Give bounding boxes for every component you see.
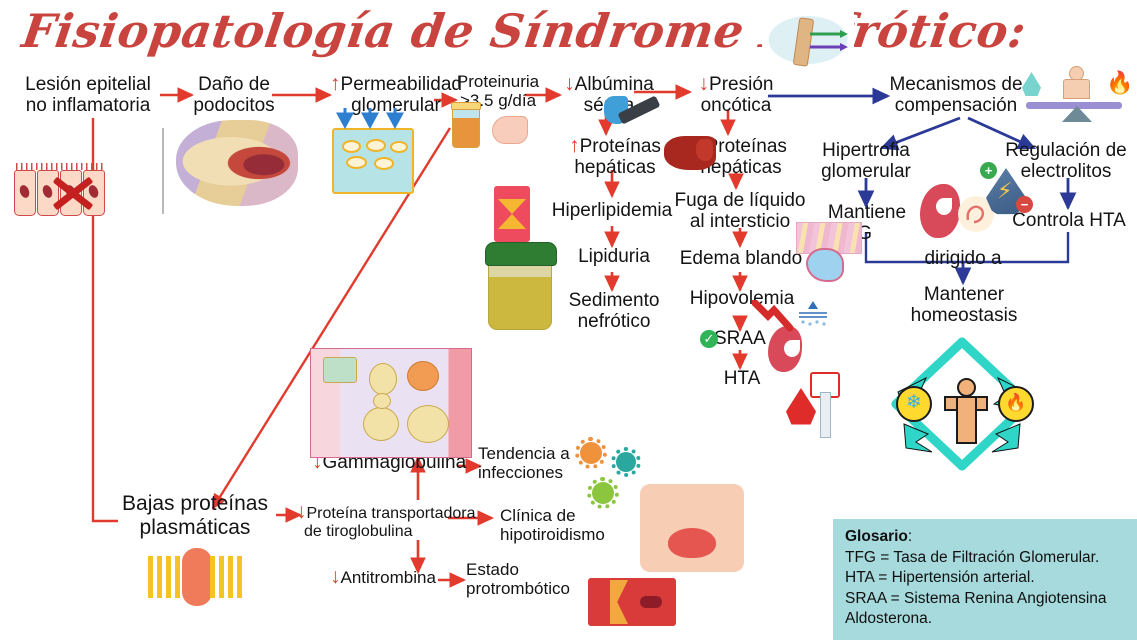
node-estado-protrombotico: Estado protrombótico [466, 560, 570, 599]
thyroid-neck-illustration [640, 484, 744, 572]
node-mecanismos-compensacion: Mecanismos de compensación [889, 74, 1023, 117]
node-clinica-hipotiroidismo: Clínica de hipotiroidismo [500, 506, 605, 545]
glomerular-membrane-illustration [332, 128, 414, 194]
node-tendencia-infecciones: Tendencia a infecciones [478, 444, 570, 483]
node-hiperlipidemia: Hiperlipidemia [551, 200, 673, 221]
cilia-icon [16, 163, 104, 170]
down-trend-arrow-icon [752, 300, 794, 332]
capillary-illustration [806, 248, 844, 282]
node-dano-podocitos: Daño de podocitos [193, 74, 275, 117]
down-arrow-albumina: ↓ [564, 72, 575, 95]
divider-line [162, 128, 164, 214]
kidney-illustration-sraa [768, 326, 802, 372]
down-arrow-gamma: ↓ [312, 450, 323, 473]
glossary-box: Glosario: TFG = Tasa de Filtración Glome… [833, 519, 1137, 640]
urine-sample-cup-icon [451, 102, 481, 148]
node-sedimento-nefrotico: Sedimento nefrótico [568, 290, 660, 333]
node-proteina-tiroglobulina: ↓Proteína transportadora de tiroglobulin… [296, 500, 476, 540]
water-droplet-icon [1022, 72, 1041, 96]
virus-orange-icon [575, 437, 607, 469]
node-sraa: SRAA [714, 328, 766, 349]
node-proteinas-hepaticas-a: ↑Proteínas hepáticas [569, 134, 661, 179]
node-bajas-proteinas: Bajas proteínas plasmáticas [122, 492, 268, 539]
jar-lid-icon [485, 242, 557, 266]
green-check-icon: ✓ [700, 330, 718, 348]
node-presion-oncotica: ↓Presión oncótica [698, 72, 774, 117]
snowflake-icon: ❄ [896, 386, 932, 422]
node-lesion-epitelial: Lesión epitelial no inflamatoria [25, 74, 151, 117]
thrombus-vessel-icon [588, 578, 676, 626]
urine-jar-icon [485, 242, 557, 330]
node-regulacion-electrolitos: Regulación de electrolitos [1005, 140, 1127, 183]
up-arrow-permeabilidad: ↑ [330, 72, 341, 95]
node-fuga-liquido: Fuga de líquido al intersticio [674, 190, 806, 233]
renal-cell-diagram [310, 348, 472, 458]
page-title: Fisiopatología de Síndrome Nefrótico: [18, 4, 1030, 58]
node-controla-hta: Controla HTA [1012, 210, 1126, 231]
node-permeabilidad-glomerular: ↑Permeabilidad glomerular [330, 72, 462, 117]
flame-badge-icon: 🔥 [998, 386, 1034, 422]
fulcrum-icon [1062, 106, 1092, 122]
plus-badge-icon: + [980, 162, 997, 179]
bp-gauge-icon [820, 392, 831, 438]
node-edema-blando: Edema blando [679, 248, 803, 269]
homeostasis-person-icon [944, 378, 988, 444]
flame-icon: 🔥 [1106, 70, 1134, 95]
down-arrow-tiroglob: ↓ [296, 500, 307, 523]
up-arrow-prot-hep-a: ↑ [569, 134, 580, 157]
thyroid-gland-icon [668, 528, 716, 558]
liver-illustration [664, 136, 716, 170]
node-hta: HTA [723, 368, 761, 389]
permeability-blue-arrows-icon [336, 108, 404, 129]
hyperlipidemia-vessel-icon [494, 186, 530, 242]
node-hipovolemia: Hipovolemia [689, 288, 795, 309]
homeostasis-balance-icon: 🔥 [1020, 62, 1134, 122]
glossary-line-sraa: SRAA = Sistema Renina Angiotensina [845, 589, 1107, 607]
glossary-line-sraa-cont: Aldosterona. [845, 610, 933, 628]
node-mantener-homeostasis: Mantener homeostasis [910, 284, 1018, 327]
virus-green-icon [587, 477, 619, 509]
balance-beam [1026, 102, 1122, 109]
epithelial-cells-group [14, 163, 106, 216]
node-hipertrofia-glomerular: Hipertrofia glomerular [821, 140, 911, 183]
down-arrow-presion: ↓ [698, 72, 710, 95]
glossary-line-tfg: TFG = Tasa de Filtración Glomerular. [845, 548, 1100, 566]
water-loss-icon [799, 301, 827, 326]
glossary-line-hta: HTA = Hipertensión arterial. [845, 569, 1035, 587]
glossary-heading: Glosario: [845, 528, 913, 545]
podocyte-illustration [176, 120, 298, 206]
capillary-microscopy-diagram [762, 12, 854, 68]
virus-teal-icon [611, 447, 641, 477]
minus-badge-icon: − [1016, 196, 1033, 213]
node-dirigido-a: dirigido a [924, 248, 1002, 269]
person-icon [1062, 66, 1090, 99]
kidney-illustration-hipertrofia [920, 184, 960, 238]
membrane-protein-illustration [148, 546, 244, 608]
lightning-bolt-icon: ⚡ [997, 178, 1013, 203]
node-antitrombina: ↓Antitrombina [330, 565, 436, 588]
node-lipiduria: Lipiduria [578, 246, 650, 267]
down-arrow-antitrombina: ↓ [330, 565, 341, 588]
red-x-mark-icon [50, 172, 94, 212]
epithelial-cells-illustration [14, 163, 106, 216]
hand-icon [492, 116, 528, 144]
